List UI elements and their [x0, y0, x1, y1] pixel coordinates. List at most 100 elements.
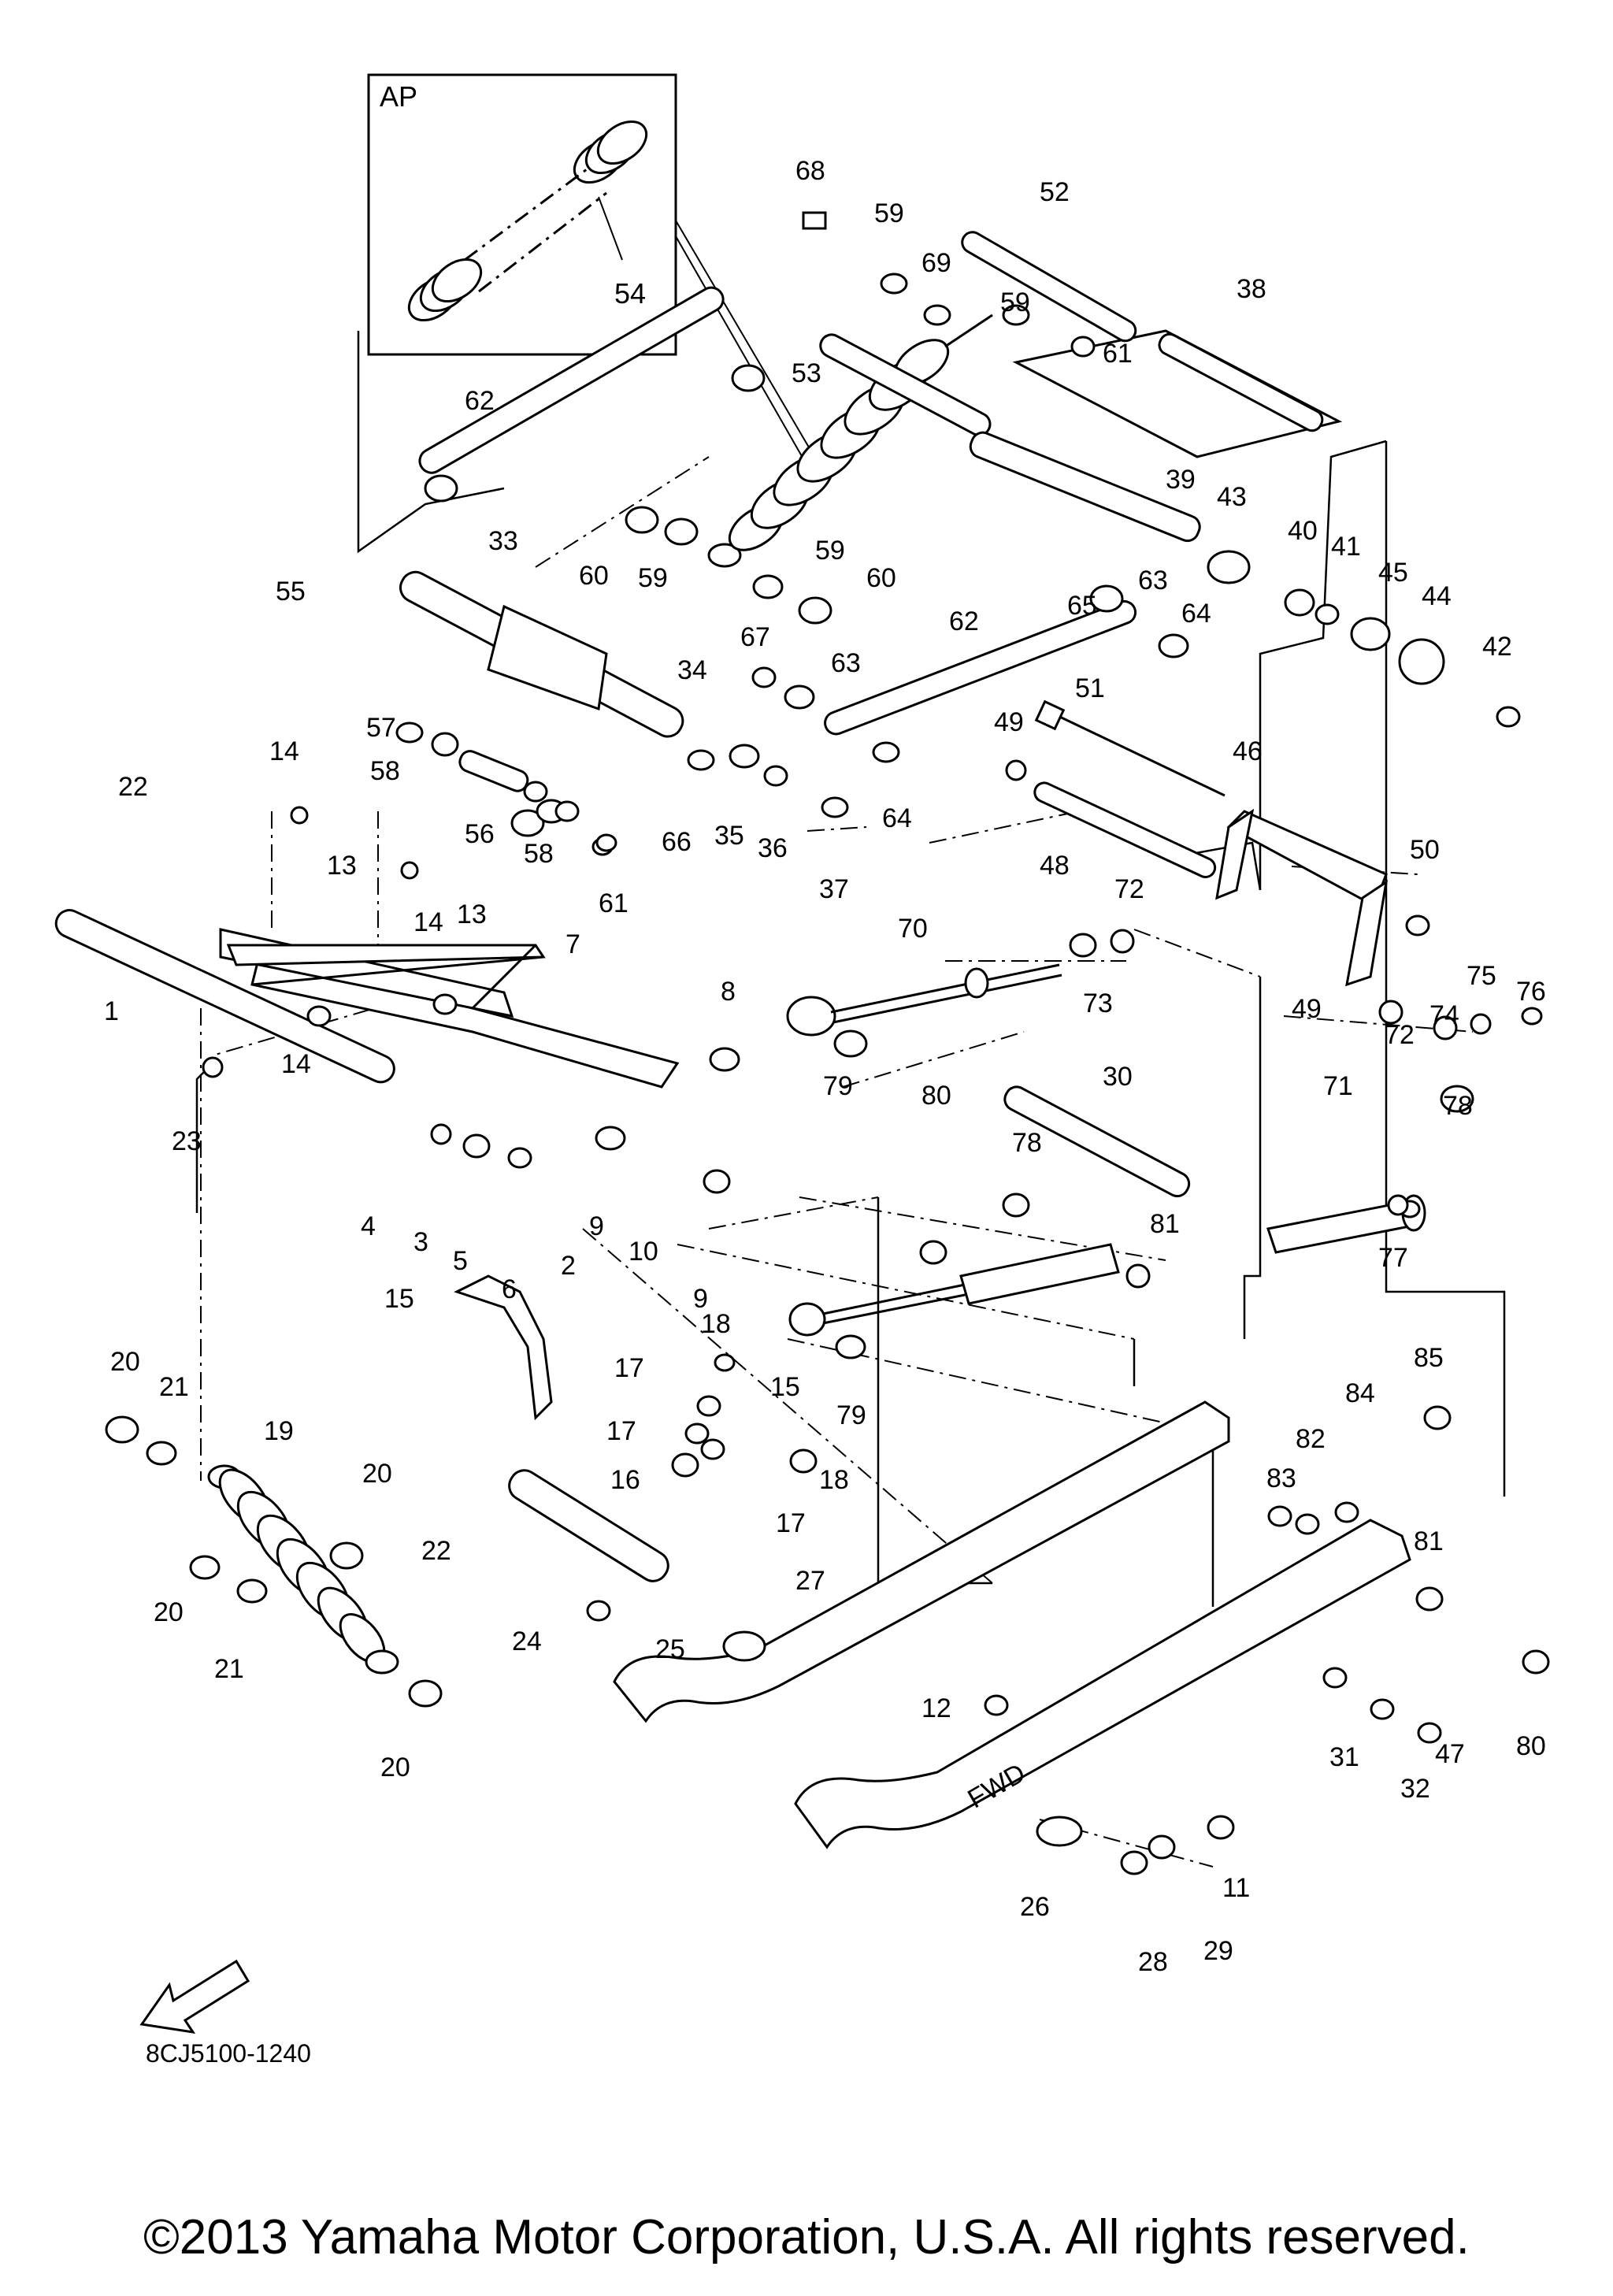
callout-26: 26	[1020, 1892, 1050, 1922]
callout-85: 85	[1414, 1343, 1444, 1373]
callout-59: 59	[874, 198, 904, 228]
callout-58: 58	[370, 756, 400, 786]
callout-54: 54	[614, 277, 646, 310]
callout-15: 15	[770, 1372, 800, 1402]
callout-10: 10	[629, 1237, 658, 1267]
link-rod-62-lower	[824, 599, 1137, 736]
damper-81-assembly	[788, 1243, 1120, 1337]
callout-7: 7	[565, 929, 580, 959]
callout-82: 82	[1296, 1424, 1326, 1454]
spring-shock-53	[707, 313, 993, 568]
callout-71: 71	[1323, 1071, 1353, 1101]
callout-22: 22	[118, 772, 148, 802]
callout-52: 52	[1040, 177, 1070, 207]
callout-46: 46	[1233, 736, 1263, 766]
callout-14: 14	[269, 736, 299, 766]
callout-68: 68	[795, 156, 825, 186]
hardware-pieces	[105, 211, 1550, 1875]
shaft-30	[1003, 1085, 1191, 1198]
callout-69: 69	[921, 248, 951, 278]
callout-14: 14	[281, 1049, 311, 1079]
inset-ap-box	[367, 73, 820, 473]
swing-arm-46	[1215, 808, 1389, 987]
callout-40: 40	[1288, 516, 1318, 546]
callout-61: 61	[1103, 339, 1133, 369]
slide-rail-right	[794, 1519, 1411, 1849]
callout-12: 12	[921, 1693, 951, 1723]
fwd-arrow-icon	[139, 1959, 250, 2035]
callout-75: 75	[1467, 961, 1496, 991]
callout-13: 13	[327, 851, 357, 881]
callout-49: 49	[1292, 994, 1322, 1024]
callout-32: 32	[1400, 1774, 1430, 1804]
callout-31: 31	[1329, 1742, 1359, 1772]
callout-38: 38	[1237, 274, 1266, 304]
callout-23: 23	[172, 1126, 202, 1156]
callout-15: 15	[384, 1284, 414, 1314]
callout-25: 25	[655, 1634, 685, 1664]
callout-51: 51	[1075, 673, 1105, 703]
callout-55: 55	[276, 577, 306, 606]
callout-76: 76	[1516, 977, 1546, 1007]
callout-30: 30	[1103, 1062, 1133, 1092]
rod-52	[961, 231, 1137, 343]
callout-64: 64	[1181, 599, 1211, 629]
cross-shaft-33	[399, 570, 684, 738]
callout-49: 49	[994, 707, 1024, 737]
callout-27: 27	[795, 1566, 825, 1596]
callout-14: 14	[413, 907, 443, 937]
callout-6: 6	[502, 1274, 517, 1304]
callout-48: 48	[1040, 851, 1070, 881]
callout-16: 16	[610, 1465, 640, 1495]
callout-9: 9	[589, 1211, 604, 1241]
shaft-70	[786, 963, 1062, 1037]
callout-70: 70	[898, 914, 928, 944]
callout-81: 81	[1150, 1209, 1180, 1239]
callout-78: 78	[1012, 1128, 1042, 1158]
callout-3: 3	[413, 1227, 428, 1257]
callout-78: 78	[1443, 1091, 1473, 1121]
callout-37: 37	[819, 874, 849, 904]
callout-11: 11	[1222, 1873, 1250, 1903]
callout-5: 5	[453, 1246, 468, 1276]
callout-63: 63	[1138, 566, 1168, 595]
rear-shock-19	[207, 1464, 399, 1675]
callout-57: 57	[366, 713, 396, 743]
boot-icon	[407, 120, 648, 322]
callout-33: 33	[488, 526, 518, 556]
callout-44: 44	[1422, 581, 1452, 611]
callout-83: 83	[1266, 1463, 1296, 1493]
callout-8: 8	[721, 977, 736, 1007]
callout-67: 67	[740, 622, 770, 652]
callout-24: 24	[512, 1626, 542, 1656]
callout-80: 80	[1516, 1731, 1546, 1761]
callout-66: 66	[662, 827, 692, 857]
callout-17: 17	[776, 1508, 806, 1538]
callout-62: 62	[465, 386, 495, 416]
callout-20: 20	[362, 1459, 392, 1489]
link-rod-62-upper	[418, 286, 725, 474]
callout-62: 62	[949, 606, 979, 636]
callout-18: 18	[701, 1309, 731, 1339]
shaft-39	[969, 431, 1201, 543]
callout-45: 45	[1378, 558, 1408, 588]
callout-2: 2	[561, 1251, 576, 1281]
callout-43: 43	[1217, 482, 1247, 512]
callout-80: 80	[921, 1081, 951, 1111]
callout-56: 56	[465, 819, 495, 849]
callout-42: 42	[1482, 632, 1512, 662]
inset-label: AP	[380, 80, 417, 113]
callout-63: 63	[831, 648, 861, 678]
slide-rail-left	[613, 1400, 1230, 1723]
callout-13: 13	[457, 899, 487, 929]
callout-18: 18	[819, 1465, 849, 1495]
callout-47: 47	[1435, 1739, 1465, 1769]
lever-15	[454, 1274, 553, 1421]
callout-59: 59	[815, 536, 845, 566]
callout-59: 59	[638, 563, 668, 593]
callout-61: 61	[599, 888, 629, 918]
callout-60: 60	[866, 563, 896, 593]
callout-20: 20	[380, 1753, 410, 1782]
callout-74: 74	[1429, 1000, 1459, 1030]
callout-20: 20	[110, 1347, 140, 1377]
